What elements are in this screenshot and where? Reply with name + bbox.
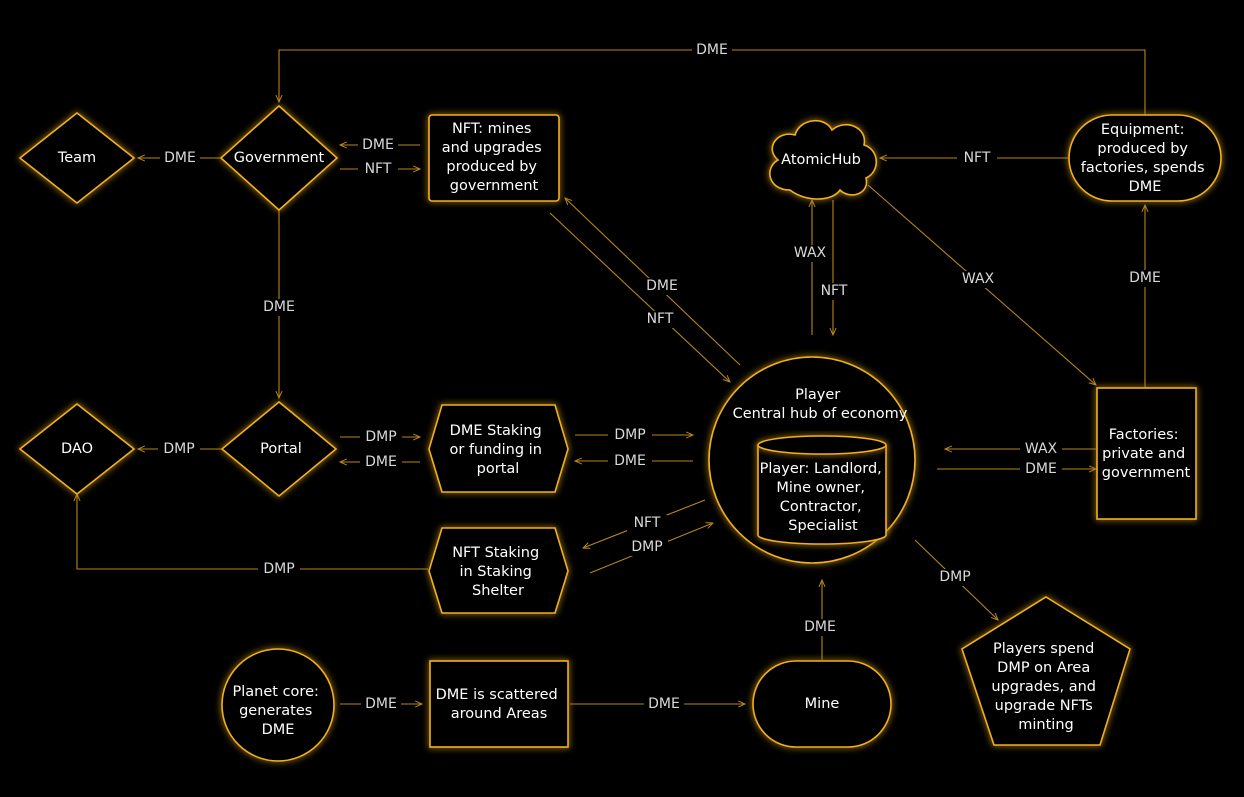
edge-label-staking-portal: DME (365, 454, 397, 470)
node-planet-core[interactable]: Planet core: generates DME (221, 648, 335, 762)
node-label: DAO (61, 441, 93, 457)
node-dao[interactable]: DAO (18, 402, 136, 496)
edge-label-nftstaking-dao: DMP (263, 561, 294, 577)
node-label: Government (234, 150, 325, 166)
edge-label-equipment-government: DME (696, 42, 728, 58)
node-equipment[interactable]: Equipment: produced by factories, spends… (1068, 114, 1222, 202)
edge-label-factories-player: WAX (1025, 441, 1058, 457)
edge-label-government-portal: DME (263, 299, 295, 315)
edge-label-mine-player: DME (804, 619, 836, 635)
edge-label-portal-dao: DMP (163, 441, 194, 457)
node-label: Team (57, 150, 96, 166)
node-dme-staking[interactable]: DME Staking or funding in portal (428, 404, 569, 493)
node-nft-mines[interactable]: NFT: mines and upgrades produced by gove… (428, 114, 560, 202)
edge-label-government-team: DME (164, 150, 196, 166)
edge-label-player-spend: DMP (939, 569, 970, 585)
edge-label-player-atomichub: WAX (794, 245, 827, 261)
node-label: Planet core: generates DME (233, 684, 324, 738)
player-roles-cylinder: Player: Landlord, Mine owner, Contractor… (757, 435, 887, 545)
player-roles-label: Player: Landlord, Mine owner, Contractor… (760, 461, 887, 534)
node-label: AtomicHub (781, 152, 861, 168)
node-label: Equipment: produced by factories, spends… (1081, 122, 1209, 195)
node-government[interactable]: Government (219, 104, 339, 212)
node-label: NFT: mines and upgrades produced by gove… (442, 121, 547, 194)
edge-label-player-staking: DMP (614, 427, 645, 443)
node-atomichub[interactable]: AtomicHub (769, 120, 878, 200)
edge-label-player-nftmines: DME (646, 278, 678, 294)
node-players-spend[interactable]: Players spend DMP on Area upgrades, and … (961, 596, 1131, 746)
node-label: Player Central hub of economy (733, 387, 908, 422)
edge-label-staking-player: DME (614, 453, 646, 469)
edge-label-scattered-mine: DME (648, 696, 680, 712)
node-label: Players spend DMP on Area upgrades, and … (991, 641, 1100, 733)
edge-label-nft-government: DME (362, 137, 394, 153)
edge-label-nftmines-player: NFT (647, 311, 674, 327)
node-label: Mine (805, 696, 840, 712)
node-team[interactable]: Team (18, 111, 136, 205)
edge-label-government-nft: NFT (365, 161, 392, 177)
node-factories[interactable]: Factories: private and government (1096, 387, 1197, 520)
edge-label-equipment-atomichub: NFT (964, 150, 991, 166)
node-player[interactable]: Player Central hub of economy Player: La… (708, 356, 916, 564)
edge-label-player-factories: DME (1025, 461, 1057, 477)
edge-label-nftstaking-player: DMP (631, 539, 662, 555)
node-nft-staking[interactable]: NFT Staking in Staking Shelter (428, 527, 569, 614)
edge-labels: DME DME DME NFT NFT DME DME NFT WAX NFT … (158, 42, 1165, 713)
edge-label-atomichub-player: NFT (821, 283, 848, 299)
node-label: DME is scattered around Areas (436, 687, 563, 722)
node-mine[interactable]: Mine (752, 660, 892, 748)
node-dme-scattered[interactable]: DME is scattered around Areas (429, 660, 569, 748)
edge-label-atomichub-factories: WAX (962, 271, 995, 287)
node-label: DME Staking or funding in portal (450, 423, 547, 477)
node-portal[interactable]: Portal (220, 400, 338, 498)
node-label: NFT Staking in Staking Shelter (452, 545, 544, 599)
edge-label-portal-staking: DMP (365, 429, 396, 445)
node-label: Factories: private and government (1102, 427, 1191, 481)
edge-label-planet-scattered: DME (365, 696, 397, 712)
node-label: Portal (260, 441, 302, 457)
edge-label-player-nftstaking: NFT (634, 515, 661, 531)
edge-label-factories-equipment: DME (1129, 270, 1161, 286)
